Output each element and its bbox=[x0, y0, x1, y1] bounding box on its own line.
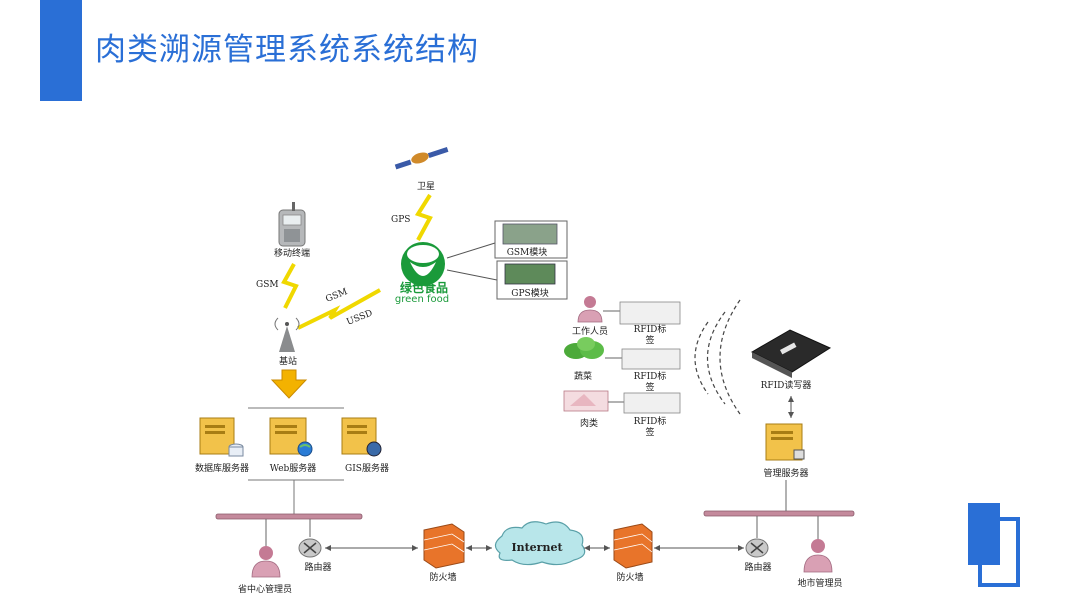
meat-icon bbox=[563, 390, 609, 412]
internet-cloud-icon bbox=[494, 521, 586, 566]
vegetable-icon bbox=[564, 337, 604, 359]
city-admin-person-icon bbox=[803, 539, 833, 573]
mobile-terminal-label: 移动终端 bbox=[274, 247, 310, 259]
city-admin-label: 地市管理员 bbox=[797, 577, 842, 589]
right-router-label: 路由器 bbox=[744, 561, 771, 573]
green-food-logo-icon bbox=[401, 242, 445, 286]
rfid-reader-label: RFID读写器 bbox=[761, 379, 812, 391]
page-title: 肉类溯源管理系统系统结构 bbox=[95, 32, 479, 68]
callout-line-gsm bbox=[446, 242, 496, 259]
meat-rfid-tag-box bbox=[623, 392, 681, 414]
gps-label: GPS bbox=[391, 215, 410, 225]
meat-rfid-tag-line2: 签 bbox=[645, 426, 654, 438]
gsm-left-label: GSM bbox=[256, 280, 279, 290]
left-firewall-label: 防火墙 bbox=[429, 571, 456, 583]
worker-rfid-tag-line1: RFID标 bbox=[634, 323, 667, 335]
gsm-signal-icon bbox=[281, 263, 299, 309]
web-server-icon bbox=[269, 417, 313, 457]
vegetable-rfid-tag-box bbox=[621, 348, 681, 370]
database-server-label: 数据库服务器 bbox=[195, 462, 249, 474]
meat-label: 肉类 bbox=[580, 417, 598, 429]
worker-label: 工作人员 bbox=[572, 325, 608, 337]
gsm-ussd-signal-icon bbox=[297, 288, 381, 330]
gis-server-label: GIS服务器 bbox=[345, 462, 389, 474]
meat-rfid-tag-line1: RFID标 bbox=[634, 415, 667, 427]
rfid-reader-icon bbox=[750, 329, 832, 378]
base-station-icon bbox=[274, 317, 300, 352]
database-server-icon bbox=[199, 417, 244, 457]
worker-rfid-tag-box bbox=[619, 301, 681, 325]
vegetable-label: 蔬菜 bbox=[574, 370, 592, 382]
web-server-label: Web服务器 bbox=[270, 462, 317, 474]
corner-decoration bbox=[968, 503, 1022, 587]
worker-rfid-tag-line2: 签 bbox=[645, 334, 654, 346]
callout-line-gps bbox=[446, 269, 498, 281]
gsm-module-board-icon bbox=[502, 223, 558, 245]
green-food-cn-text: 绿色食品 bbox=[400, 280, 448, 295]
management-server-icon bbox=[765, 423, 805, 461]
right-network-bus bbox=[703, 510, 855, 517]
left-router-label: 路由器 bbox=[304, 561, 331, 573]
title-accent-bar bbox=[40, 0, 82, 101]
green-food-en-text: green food bbox=[395, 294, 449, 305]
gis-server-icon bbox=[341, 417, 382, 457]
ussd-label: USSD bbox=[345, 308, 374, 327]
management-server-label: 管理服务器 bbox=[763, 467, 808, 479]
gps-signal-icon bbox=[414, 193, 433, 241]
gsm-middle-label: GSM bbox=[324, 287, 349, 305]
vegetable-rfid-tag-line2: 签 bbox=[645, 381, 654, 393]
gsm-module-label: GSM模块 bbox=[507, 246, 548, 258]
internet-label: Internet bbox=[511, 541, 563, 554]
province-admin-label: 省中心管理员 bbox=[238, 583, 292, 595]
satellite-label: 卫星 bbox=[417, 181, 435, 192]
right-firewall-router-link bbox=[654, 545, 744, 551]
base-station-label: 基站 bbox=[279, 355, 297, 367]
left-firewall-internet-link bbox=[466, 545, 492, 551]
gps-module-board-icon bbox=[504, 263, 556, 285]
mobile-terminal-icon bbox=[278, 202, 306, 247]
left-router-icon bbox=[298, 538, 322, 558]
left-router-firewall-link bbox=[325, 545, 418, 551]
down-arrow-icon bbox=[270, 369, 308, 399]
province-admin-person-icon bbox=[251, 546, 281, 578]
vegetable-rfid-tag-line1: RFID标 bbox=[634, 370, 667, 382]
gps-module-label: GPS模块 bbox=[511, 287, 548, 299]
satellite-icon bbox=[394, 147, 449, 170]
right-firewall-label: 防火墙 bbox=[616, 571, 643, 583]
internet-right-firewall-link bbox=[584, 545, 610, 551]
right-router-icon bbox=[745, 538, 769, 558]
worker-person-icon bbox=[577, 296, 603, 323]
left-firewall-icon bbox=[423, 523, 465, 569]
right-firewall-icon bbox=[613, 523, 653, 569]
left-network-bus bbox=[215, 513, 363, 520]
reader-server-link bbox=[788, 396, 794, 418]
rfid-wave-icon bbox=[694, 299, 741, 415]
